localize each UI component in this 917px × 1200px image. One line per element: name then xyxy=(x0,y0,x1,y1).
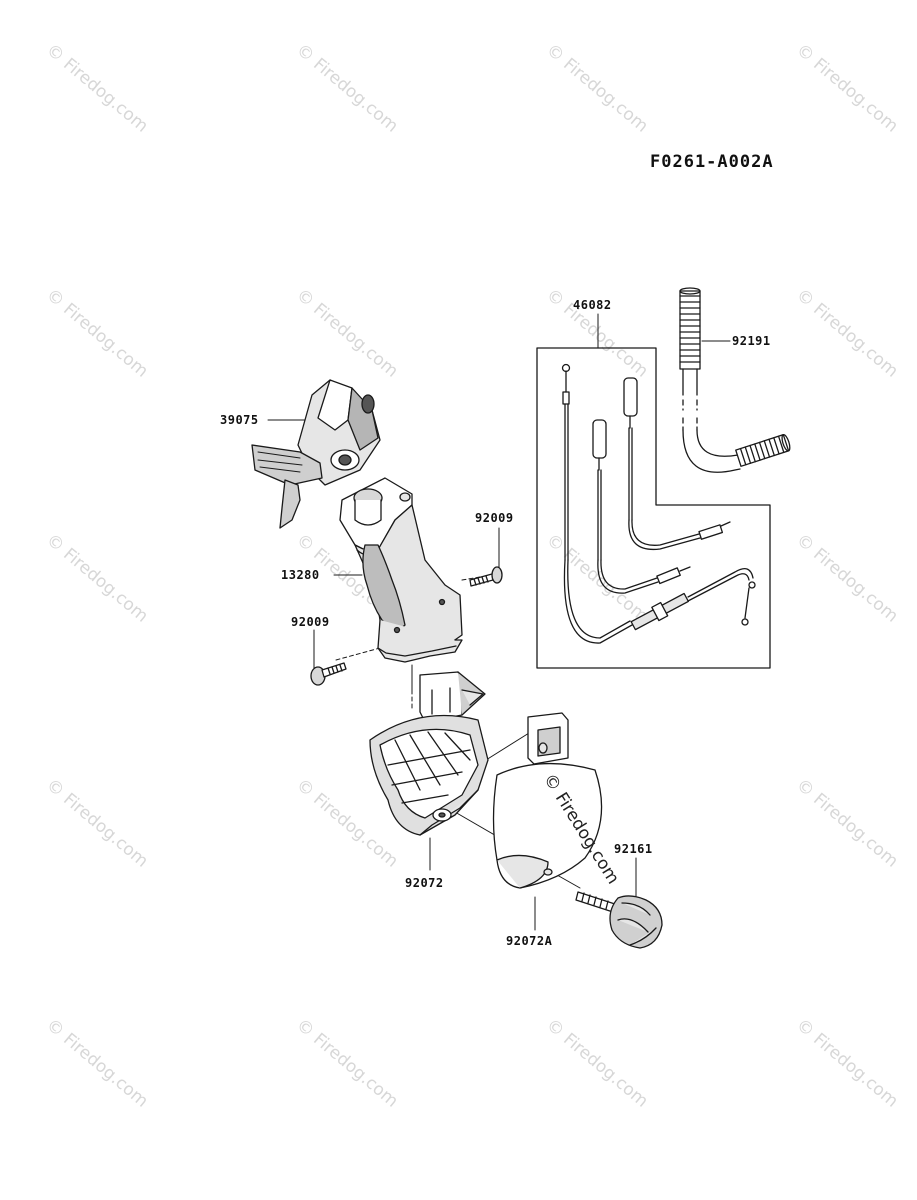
screw-left-drawing xyxy=(310,662,347,686)
throttle-lever-drawing xyxy=(251,379,381,529)
part-label-92072: 92072 xyxy=(405,876,444,890)
screw-right-drawing xyxy=(469,566,503,587)
part-label-92009-right: 92009 xyxy=(475,511,514,525)
part-label-92161: 92161 xyxy=(614,842,653,856)
cable-sheath-tube-drawing xyxy=(679,287,791,473)
diagram-code: F0261-A002A xyxy=(650,152,774,172)
cable-kit-outline xyxy=(536,347,771,669)
throttle-cable-set-drawing xyxy=(561,363,756,644)
handle-grip-drawing xyxy=(339,477,463,663)
part-label-92009-left: 92009 xyxy=(291,615,330,629)
part-label-46082: 46082 xyxy=(573,298,612,312)
part-label-39075: 39075 xyxy=(220,413,259,427)
knob-bolt-drawing xyxy=(575,891,663,949)
leader-lines xyxy=(267,313,731,931)
clamp-lower-drawing xyxy=(369,671,489,836)
clamp-upper-drawing xyxy=(492,712,603,889)
part-label-92191: 92191 xyxy=(732,334,771,348)
part-label-13280: 13280 xyxy=(281,568,320,582)
part-label-92072a: 92072A xyxy=(506,934,553,948)
